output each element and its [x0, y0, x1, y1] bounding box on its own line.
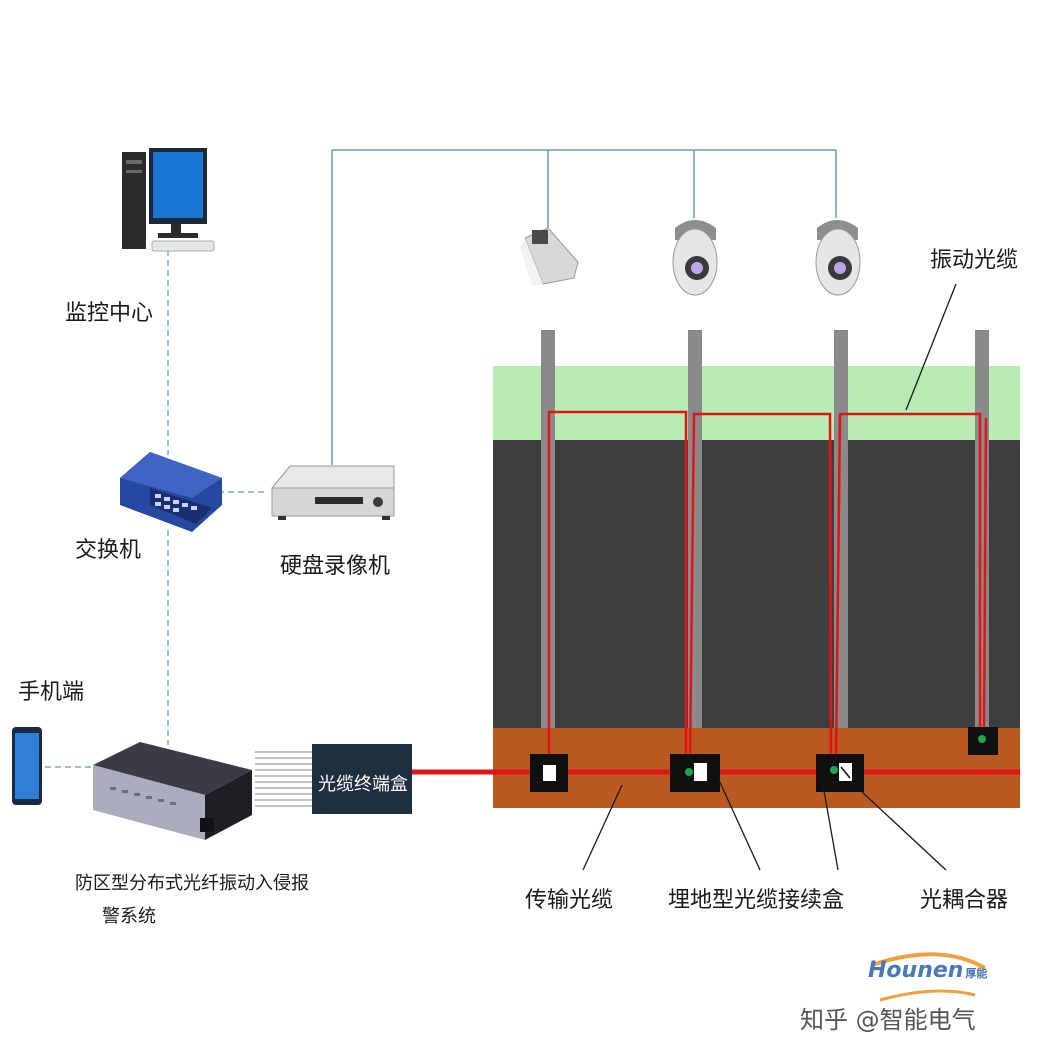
- splice-box-label: 埋地型光缆接续盒: [668, 888, 845, 913]
- switch-icon: [120, 452, 222, 532]
- pole-4: [975, 330, 989, 728]
- alarm-host-label-line2: 警系统: [102, 906, 156, 927]
- nvr-label: 硬盘录像机: [280, 554, 391, 579]
- terminal-box-label: 光缆终端盒: [318, 774, 408, 795]
- splice-box-1: [530, 754, 568, 792]
- mobile-label: 手机端: [18, 680, 85, 705]
- grass-layer: [493, 366, 1020, 440]
- dome-camera-icon: [672, 220, 718, 296]
- wall-layer: [493, 440, 1020, 728]
- splice-box-3: [816, 754, 864, 792]
- soil-layer: [493, 728, 1020, 808]
- coupler-box: [968, 727, 998, 755]
- brand-swoosh: [871, 952, 986, 970]
- phone-icon: [12, 727, 42, 805]
- splice-box-2: [670, 754, 720, 792]
- terminal-box: [312, 744, 412, 814]
- callout-lines: [582, 283, 957, 871]
- computer-icon: [122, 148, 215, 252]
- dashed-connections: [45, 250, 268, 768]
- camera-network-lines: [331, 149, 837, 465]
- coupler-label: 光耦合器: [920, 888, 1009, 913]
- transmission-cable-label: 传输光缆: [525, 888, 614, 913]
- brand-swoosh-2: [879, 989, 976, 1002]
- alarm-host-icon: [93, 742, 252, 840]
- nvr-icon: [270, 465, 395, 520]
- fiber-bundle-icon: [255, 751, 312, 807]
- vibration-cable-label: 振动光缆: [930, 248, 1019, 273]
- brand-suffix: 厚能: [965, 967, 988, 980]
- zhihu-watermark: 知乎 @智能电气: [800, 1006, 976, 1034]
- dome-camera-icon: [815, 220, 861, 296]
- brand-name: Hounen: [868, 958, 964, 983]
- vibration-cable-route: [547, 410, 988, 768]
- alarm-host-label-line1: 防区型分布式光纤振动入侵报: [75, 873, 309, 894]
- switch-label: 交换机: [75, 538, 142, 563]
- monitor-center-label: 监控中心: [65, 301, 154, 326]
- bullet-camera-icon: [520, 227, 579, 286]
